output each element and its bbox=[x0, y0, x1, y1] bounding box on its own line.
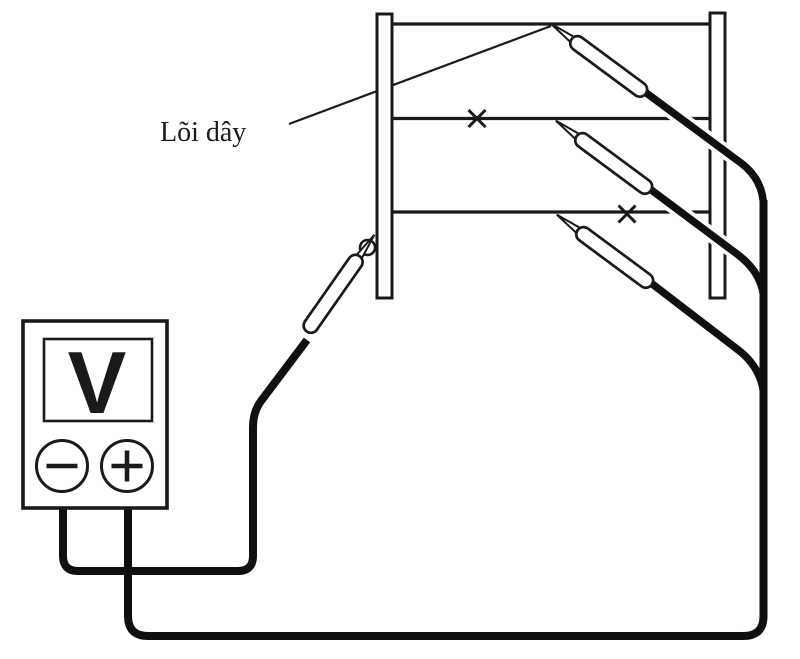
terminal-board-left-rail bbox=[375, 12, 394, 300]
probe-cable-middle bbox=[645, 182, 771, 297]
wire-core-pointer-line bbox=[288, 24, 552, 126]
wire-core-label: Lõi dây bbox=[160, 117, 246, 148]
wire-break-mark-bottom bbox=[617, 204, 637, 224]
annotation-group bbox=[288, 24, 552, 126]
negative-reference-cable bbox=[59, 337, 311, 575]
probe-barrel bbox=[568, 34, 649, 99]
terminal-board bbox=[375, 11, 727, 300]
voltmeter: V bbox=[21, 319, 169, 510]
probe-cable-bottom bbox=[646, 277, 771, 394]
wire-break-mark-middle bbox=[467, 108, 487, 129]
probe-barrel bbox=[302, 253, 364, 335]
negative-terminal bbox=[35, 439, 89, 493]
reference-probe bbox=[302, 234, 376, 335]
probe-cables-group bbox=[640, 85, 771, 394]
main-cables-group bbox=[59, 200, 768, 640]
probe-barrel bbox=[573, 131, 654, 196]
positive-trunk-cable bbox=[124, 200, 768, 640]
plus-icon bbox=[111, 450, 143, 482]
test-probe-bottom bbox=[556, 213, 655, 290]
test-probe-middle bbox=[555, 119, 654, 196]
voltmeter-display-label: V bbox=[68, 333, 127, 432]
positive-terminal bbox=[100, 439, 154, 493]
test-probe-top bbox=[550, 22, 649, 99]
reference-probe-tip-ring bbox=[358, 238, 377, 257]
probe-barrel bbox=[574, 225, 655, 290]
voltmeter-display bbox=[42, 337, 154, 423]
probes-group bbox=[302, 22, 655, 335]
